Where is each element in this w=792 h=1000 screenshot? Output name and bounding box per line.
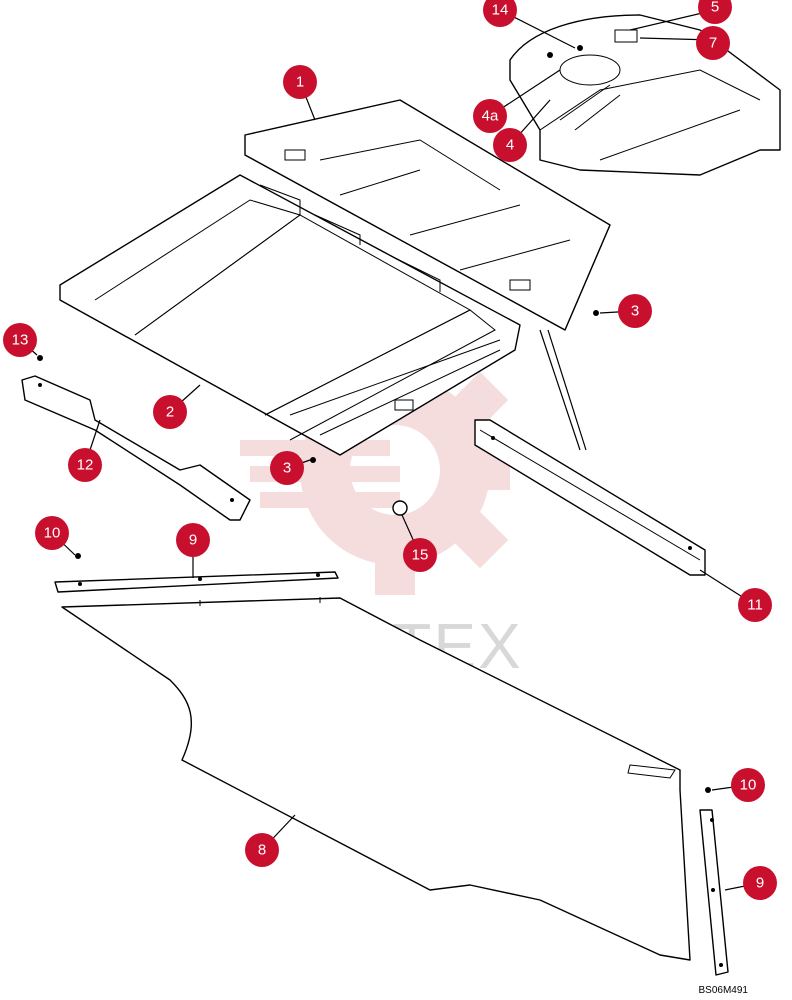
rear-floor-mat <box>244 99 611 331</box>
callout-3-lower-label: 3 <box>283 460 291 477</box>
callout-11: 11 <box>738 588 772 622</box>
callout-10-right: 10 <box>731 768 765 802</box>
callout-8: 8 <box>245 833 279 867</box>
callout-4-label: 4 <box>506 137 514 154</box>
right-edge-strip <box>699 809 729 976</box>
callout-9-upper: 9 <box>176 523 210 557</box>
callout-2-label: 2 <box>166 404 174 421</box>
left-side-trim <box>21 375 251 521</box>
callout-3-upper-label: 3 <box>631 303 639 320</box>
cab-mount-detail <box>509 14 781 176</box>
callout-10-right-label: 10 <box>740 777 757 794</box>
nut-3-lower <box>310 457 316 463</box>
callout-7-label: 7 <box>709 35 717 52</box>
callout-12-label: 12 <box>77 457 94 474</box>
callout-13: 13 <box>3 323 37 357</box>
callout-15: 15 <box>403 538 437 572</box>
grommet-15 <box>392 500 408 516</box>
callout-4a-label: 4a <box>482 108 499 125</box>
callout-11-label: 11 <box>747 597 763 614</box>
bolt-10-right <box>705 787 711 793</box>
callout-9-right: 9 <box>743 866 777 900</box>
right-side-trim <box>474 419 706 576</box>
callout-5-label: 5 <box>711 0 719 16</box>
callout-1-label: 1 <box>296 74 304 91</box>
nut-3-upper <box>593 310 599 316</box>
callout-4a: 4a <box>473 99 507 133</box>
front-floor-mat <box>59 174 521 456</box>
callout-15-label: 15 <box>412 547 429 564</box>
drawing-code: BS06M491 <box>698 985 748 996</box>
callout-7: 7 <box>696 26 730 60</box>
callout-10-left-label: 10 <box>44 525 61 542</box>
callout-10-left: 10 <box>35 516 69 550</box>
callout-14-label: 14 <box>492 2 509 19</box>
floor-carpet <box>61 597 691 961</box>
bolt-13 <box>37 355 43 361</box>
callout-3-upper: 3 <box>618 294 652 328</box>
callout-13-label: 13 <box>12 332 29 349</box>
bolt-10-left <box>75 553 81 559</box>
callout-14: 14 <box>483 0 517 27</box>
callout-12: 12 <box>68 448 102 482</box>
callout-3-lower: 3 <box>270 451 304 485</box>
front-edge-strip <box>54 571 339 593</box>
callout-5: 5 <box>698 0 732 24</box>
callout-2: 2 <box>153 395 187 429</box>
callout-8-label: 8 <box>258 842 266 859</box>
callout-9-right-label: 9 <box>756 875 764 892</box>
callout-4: 4 <box>493 128 527 162</box>
fasteners <box>37 310 711 793</box>
callout-9-upper-label: 9 <box>189 532 197 549</box>
callout-1: 1 <box>283 65 317 99</box>
